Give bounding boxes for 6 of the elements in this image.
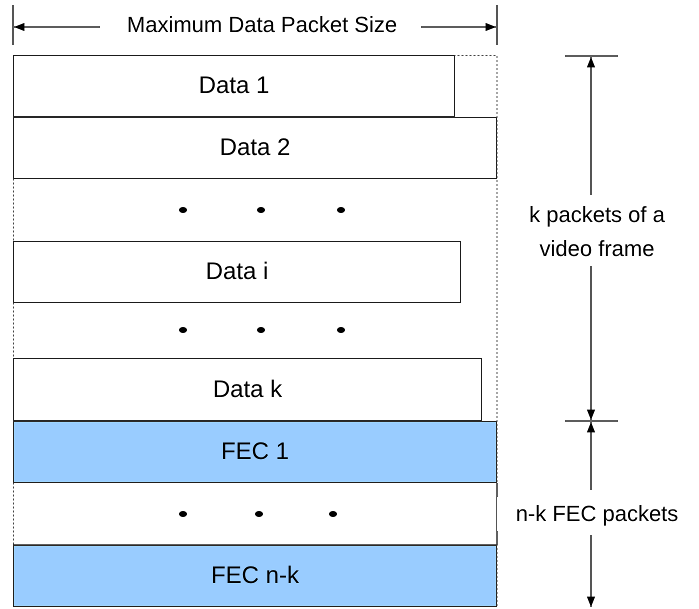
fec-packet-box: FEC n-k: [13, 545, 497, 607]
data-packet-box: Data k: [13, 358, 482, 421]
data-packet-box: Data 1: [13, 55, 455, 117]
data-packet-box: Data 2: [13, 117, 497, 179]
fec-packet-box: FEC 1: [13, 421, 497, 483]
data-packet-box: Data i: [13, 241, 461, 303]
